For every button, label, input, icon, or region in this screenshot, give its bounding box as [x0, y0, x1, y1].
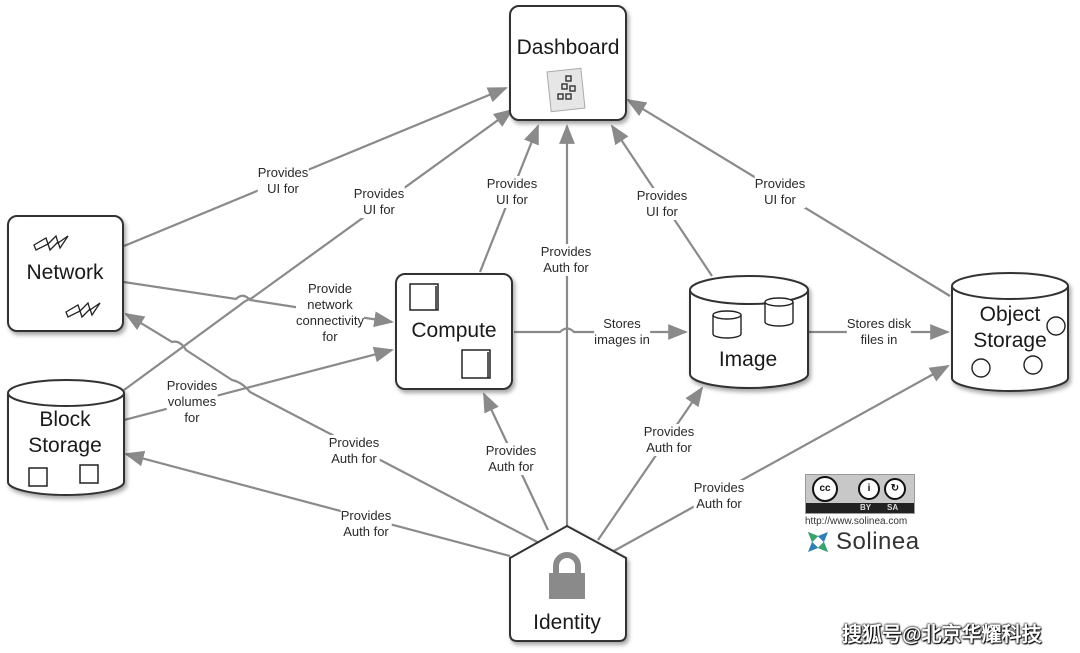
cc-by-sa-badge[interactable]: cc i ↻ BY SA — [805, 474, 915, 514]
edge-network-dashboard — [123, 86, 508, 248]
padlock-icon — [549, 552, 585, 599]
dashboard-title: Dashboard — [516, 36, 620, 59]
node-dashboard[interactable] — [509, 5, 627, 121]
solinea-brand: Solinea — [836, 528, 920, 555]
edge-identity-image — [597, 386, 704, 541]
share-alike-icon: ↻ — [884, 478, 906, 500]
lightning-bolt-icon — [65, 301, 101, 319]
solinea-logo-icon — [808, 532, 828, 552]
sa-label: SA — [887, 503, 899, 512]
edge-compute-image — [514, 324, 688, 340]
object-storage-title-line2: Storage — [973, 329, 1047, 352]
object-storage-title-line1: Object — [979, 303, 1041, 326]
disk-circle-icon — [1046, 316, 1066, 336]
edge-identity-network — [124, 312, 546, 547]
flowchart-document-icon — [546, 67, 586, 113]
server-cube-icon — [461, 349, 491, 379]
block-storage-title-line1: Block — [39, 408, 91, 431]
database-cylinder-icon — [764, 297, 794, 327]
volume-square-icon — [28, 467, 48, 487]
by-label: BY — [860, 503, 872, 512]
block-storage-title-line2: Storage — [28, 434, 102, 457]
edge-identity-blockstorage — [124, 450, 511, 558]
disk-circle-icon — [1023, 355, 1043, 375]
server-cube-icon — [409, 283, 439, 311]
edge-identity-objectstorage — [611, 365, 950, 553]
disk-circle-icon — [971, 358, 991, 378]
network-title: Network — [26, 261, 104, 284]
identity-title: Identity — [533, 611, 601, 634]
image-title: Image — [718, 348, 778, 371]
watermark: 搜狐号@北京华耀科技 — [842, 624, 1042, 646]
compute-title: Compute — [411, 319, 497, 342]
cc-icon: cc — [812, 476, 838, 502]
solinea-url[interactable]: http://www.solinea.com — [805, 516, 908, 527]
volume-square-icon — [79, 464, 99, 484]
database-cylinder-icon — [712, 310, 742, 339]
person-icon: i — [858, 478, 880, 500]
edge-network-compute — [123, 280, 394, 328]
lightning-bolt-icon — [33, 234, 69, 252]
edge-blockstorage-dashboard — [123, 108, 514, 391]
